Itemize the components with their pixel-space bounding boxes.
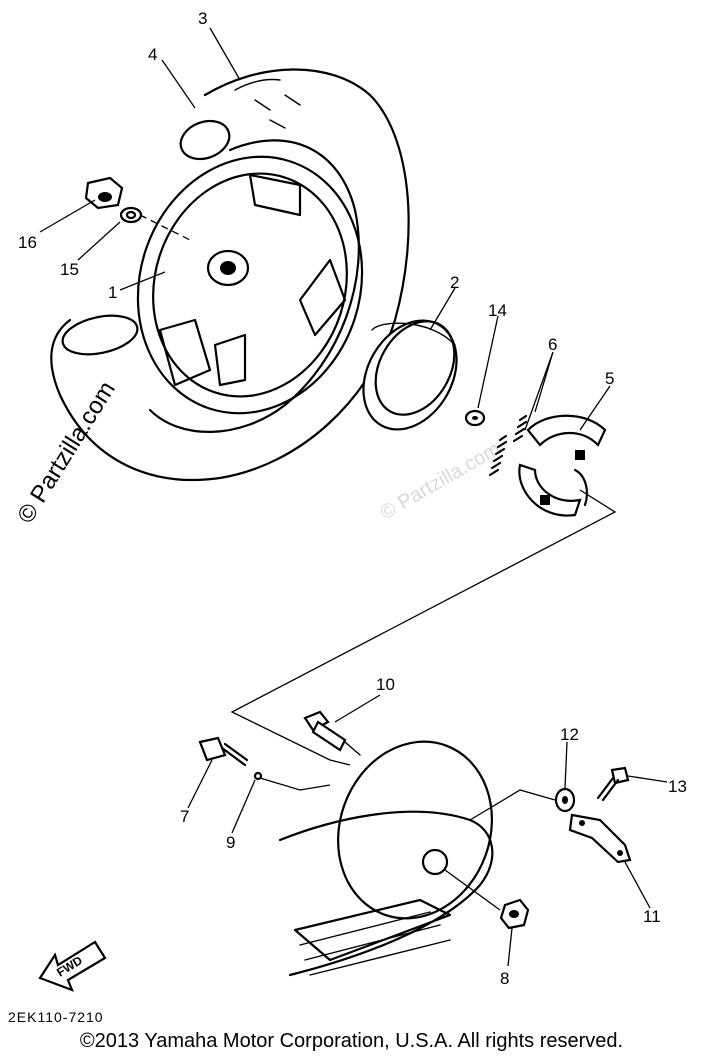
- callout-11: 11: [643, 907, 661, 926]
- leader-lines: [39, 27, 668, 967]
- wheel-cutout-right: [298, 258, 347, 337]
- callout-6: 6: [548, 335, 557, 354]
- callout-15: 15: [60, 260, 79, 279]
- callout-8: 8: [500, 969, 509, 988]
- tire-tread-detail: [234, 78, 301, 129]
- wheel-cutout-left: [158, 318, 212, 387]
- wheel-rim: [136, 155, 364, 415]
- tire-valve-lip-top: [179, 119, 231, 161]
- fwd-arrow-icon: FWD: [38, 940, 107, 992]
- swing-arm-body: [278, 810, 494, 977]
- part-9-pin: [253, 771, 263, 781]
- swing-arm-dash: [299, 911, 451, 976]
- part-11-cam-lever: [568, 813, 632, 864]
- callout-12: 12: [560, 725, 579, 744]
- part-12-washer: [554, 787, 576, 813]
- washer-line: [469, 789, 556, 821]
- wheel-cutout-bottom: [213, 333, 247, 387]
- part-2-brake-ring: [362, 319, 458, 431]
- copyright-notice: ©2013 Yamaha Motor Corporation, U.S.A. A…: [79, 1030, 624, 1052]
- callout-2: 2: [450, 273, 459, 292]
- tire-outline: [50, 68, 410, 482]
- swing-arm-lower: [293, 898, 452, 962]
- callout-numbers: 3 4 16 15 1 2 14 6 5 10 12 13 7 9 11 8: [18, 9, 687, 988]
- part-15-washer: [119, 206, 143, 224]
- pin-line: [259, 777, 331, 791]
- part-6-springs: [488, 414, 528, 477]
- part-7-bolt: [198, 736, 249, 767]
- callout-14: 14: [488, 301, 507, 320]
- part-5-brake-shoe: [518, 414, 607, 517]
- wheel-assembly: [50, 68, 410, 482]
- diagram-part-number: 2EK110-7210: [8, 1009, 104, 1025]
- wheel-cutout-top: [248, 173, 302, 217]
- callout-9: 9: [226, 833, 235, 852]
- part-8-nut: [499, 898, 530, 930]
- tire-inner-edge: [148, 139, 360, 433]
- reference-line: [230, 489, 617, 766]
- brake-plate: [336, 740, 494, 920]
- part-16-nut: [84, 176, 124, 210]
- tire-valve-lip-bottom: [61, 314, 139, 356]
- callout-10: 10: [376, 675, 395, 694]
- part-13-bolt: [596, 766, 630, 802]
- callout-4: 4: [148, 45, 157, 64]
- callout-1: 1: [108, 283, 117, 302]
- part-10-shaft: [303, 710, 361, 756]
- swing-arm-assembly: [278, 740, 494, 977]
- callout-16: 16: [18, 233, 37, 252]
- callout-5: 5: [605, 369, 614, 388]
- watermark-faint: © Partzilla.com: [377, 438, 505, 524]
- brake-plate-boss: [421, 848, 449, 876]
- callout-3: 3: [198, 9, 207, 28]
- callout-13: 13: [668, 777, 687, 796]
- wheel-rim-inner: [152, 172, 348, 398]
- nut-line: [444, 869, 501, 911]
- part-14-washer: [464, 409, 486, 427]
- callout-7: 7: [180, 807, 189, 826]
- wheel-hub-bore: [220, 261, 236, 275]
